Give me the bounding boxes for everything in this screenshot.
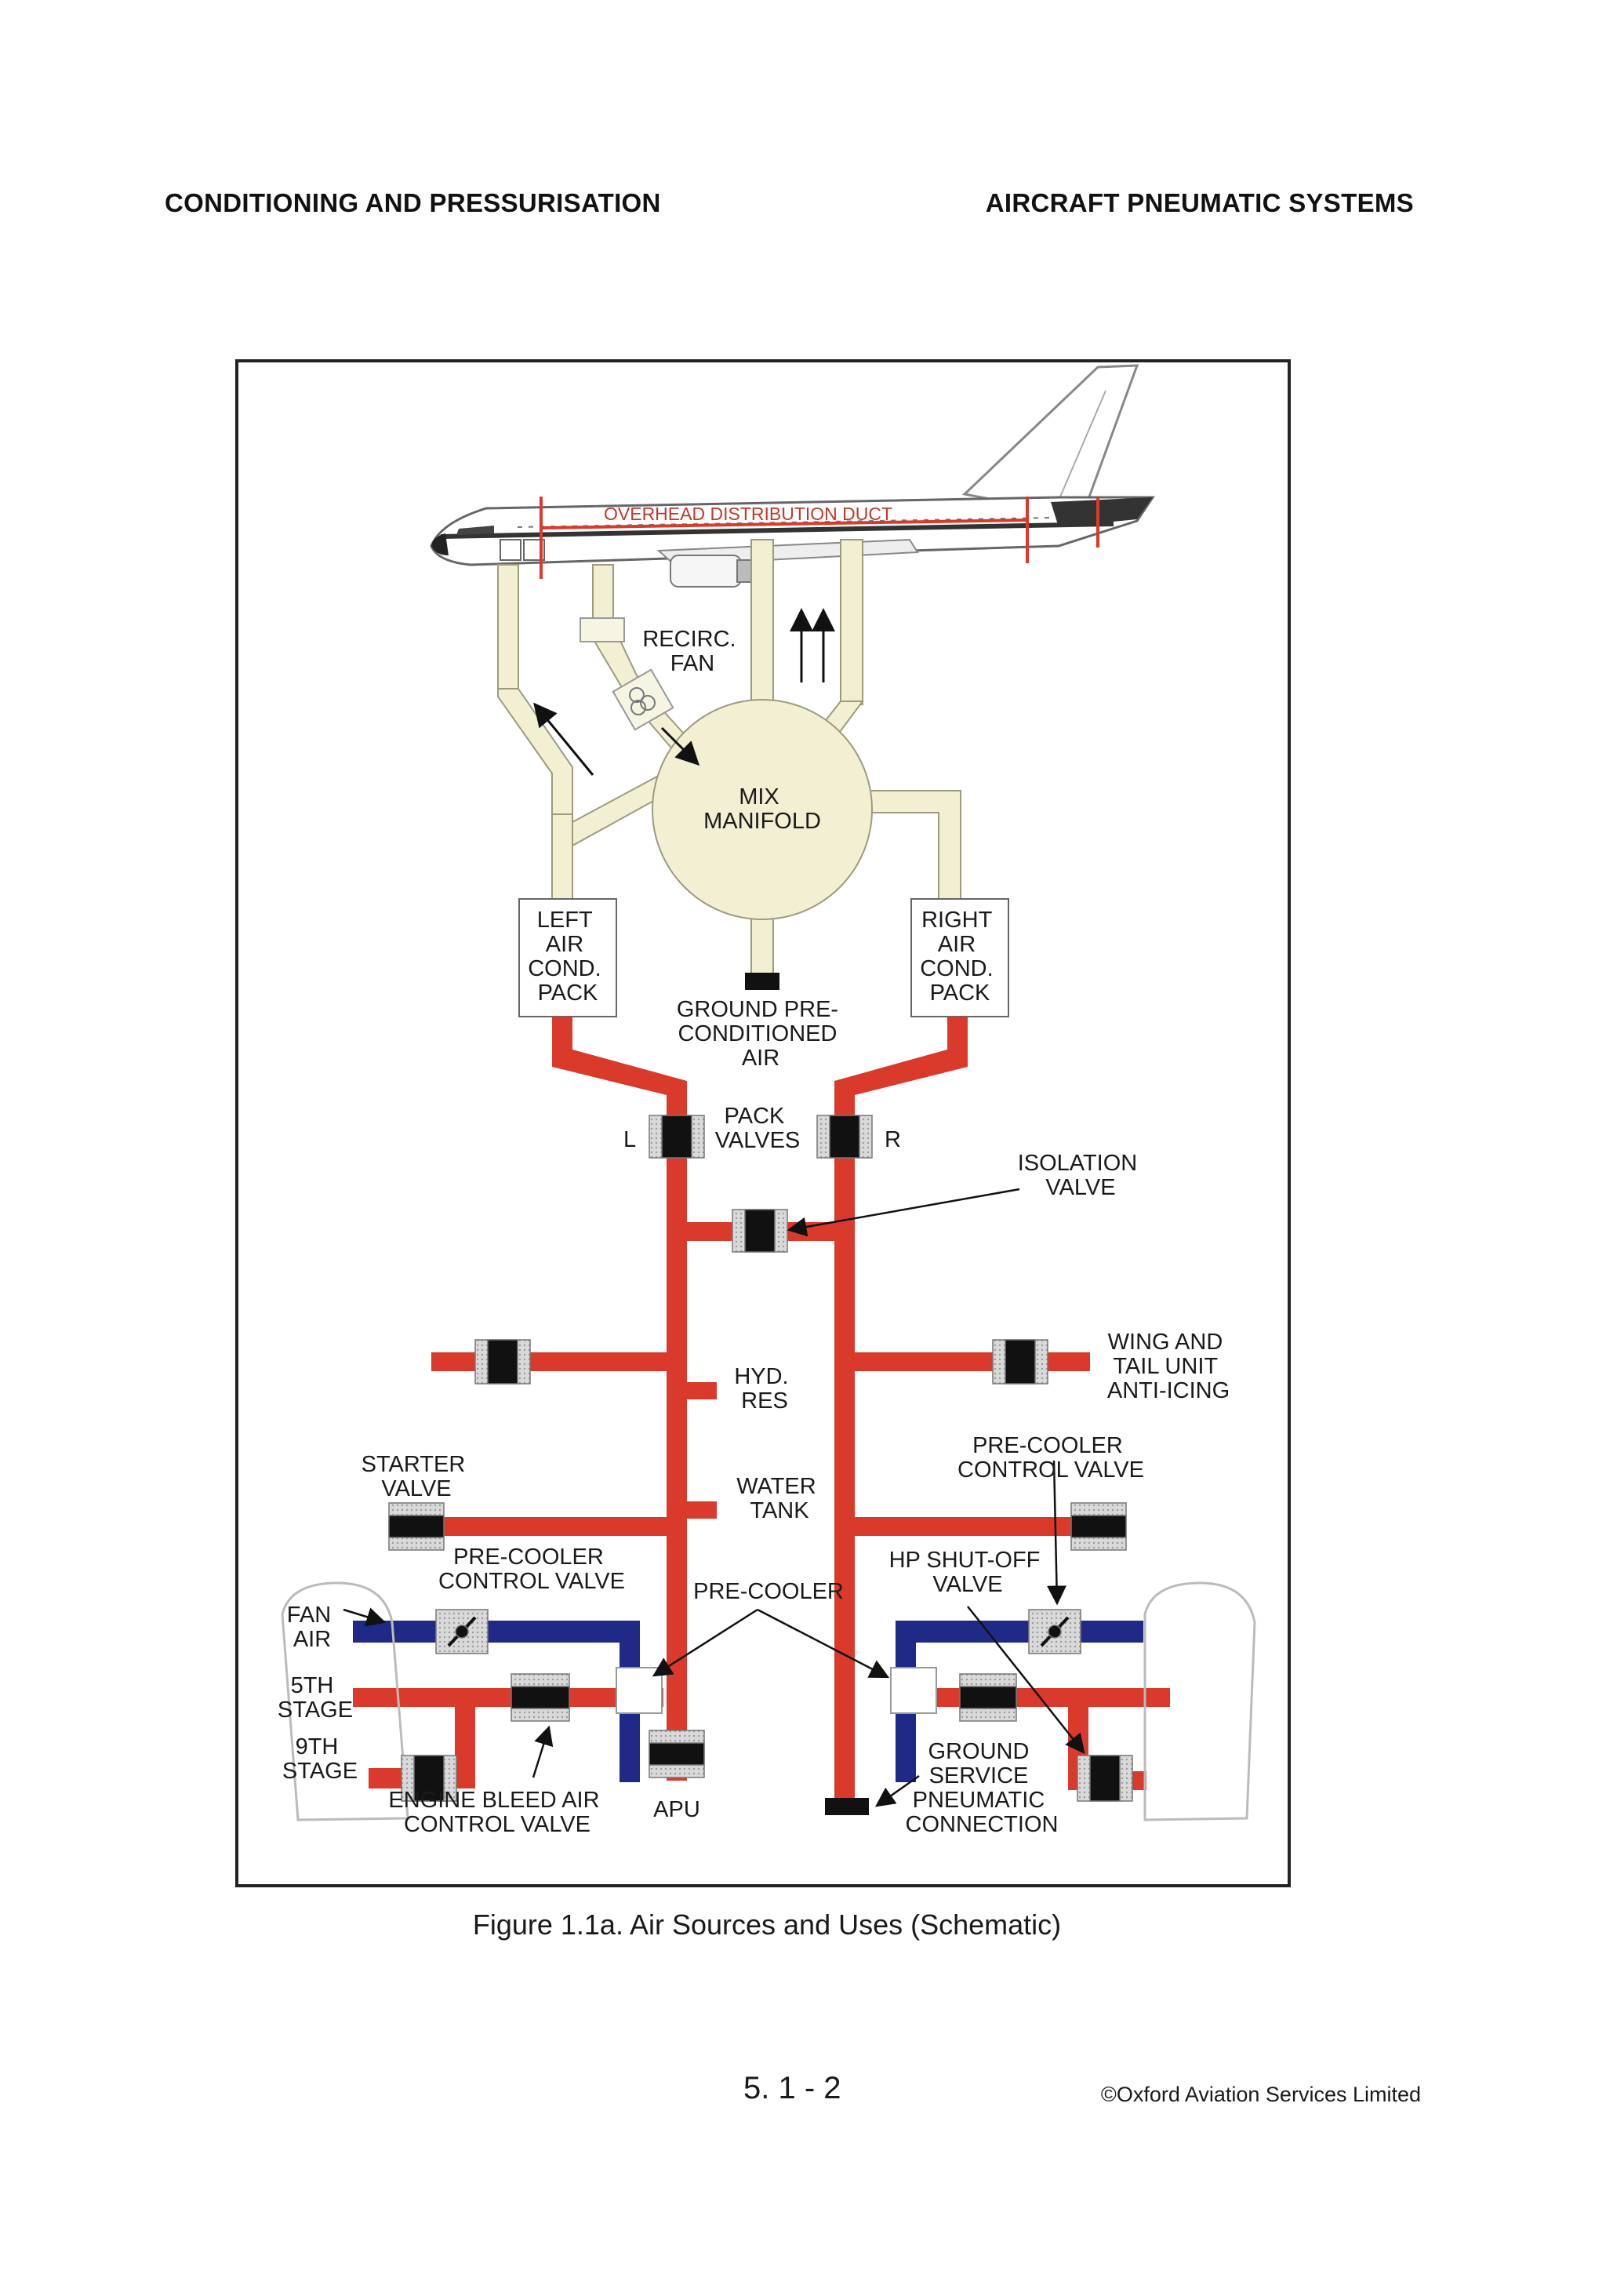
water-tank-label: WATER TANK [736, 1474, 823, 1523]
isolation-valve [732, 1209, 788, 1253]
right-precooler [890, 1667, 937, 1714]
ground-preconditioned-connector [745, 973, 779, 990]
flow-arrow-left [533, 702, 594, 776]
precooler-cv-right-label: PRE-COOLER CONTROL VALVE [957, 1433, 1144, 1483]
engine-bleed-air-control-valve [511, 1673, 570, 1722]
copyright-notice: ©Oxford Aviation Services Limited [1100, 2083, 1421, 2106]
ground-preconditioned-label: GROUND PRE- CONDITIONED AIR [677, 997, 845, 1071]
left-ninth-stage-valve [401, 1755, 457, 1802]
leader-arrows [343, 1188, 1085, 1807]
hp-shut-off-valve [1077, 1755, 1133, 1802]
pneumatic-schematic: OVERHEAD DISTRIBUTION DUCT [235, 359, 1291, 1887]
pack-valve-l-label: L [623, 1127, 636, 1152]
right-starter-valve [1070, 1502, 1127, 1551]
right-precooler-control-valve [1028, 1609, 1081, 1654]
left-engine-nacelle [281, 1581, 409, 1821]
recirc-fan-icon [580, 617, 674, 731]
page-number: 5. 1 - 2 [743, 2071, 841, 2105]
hp-shutoff-label: HP SHUT-OFF VALVE [889, 1548, 1047, 1597]
overhead-duct-label: OVERHEAD DISTRIBUTION DUCT [604, 504, 892, 524]
flow-arrow-recirc [660, 726, 700, 766]
mix-manifold-label: MIX MANIFOLD [703, 784, 821, 834]
left-pack-label: LEFT AIR COND. PACK [528, 908, 608, 1006]
right-engine-nacelle [1143, 1581, 1256, 1821]
right-pack-valve [816, 1115, 873, 1159]
recirc-fan-label: RECIRC. FAN [642, 627, 742, 676]
header-right: AIRCRAFT PNEUMATIC SYSTEMS [985, 188, 1414, 217]
header-left: CONDITIONING AND PRESSURISATION [165, 188, 661, 217]
starter-valve-label: STARTER VALVE [362, 1452, 472, 1501]
precooler-cv-left-label: PRE-COOLER CONTROL VALVE [438, 1545, 625, 1594]
engine-bleed-cv-label: ENGINE BLEED AIR CONTROL VALVE [388, 1788, 605, 1837]
isolation-valve-label: ISOLATION VALVE [1018, 1151, 1144, 1200]
left-starter-valve [388, 1502, 445, 1551]
precooler-label: PRE-COOLER [693, 1579, 844, 1604]
apu-valve [649, 1730, 705, 1778]
left-wing-anti-ice-valve [474, 1339, 531, 1385]
right-air-cond-pack [910, 898, 1009, 1017]
right-wing-anti-ice-valve [992, 1339, 1048, 1385]
figure-caption: Figure 1.1a. Air Sources and Uses (Schem… [472, 1908, 1062, 1941]
right-fifth-stage-valve [959, 1673, 1017, 1722]
left-precooler-control-valve [435, 1609, 489, 1654]
left-pack-valve [649, 1115, 705, 1159]
ninth-stage-label: 9TH STAGE [282, 1734, 358, 1784]
pack-valve-r-label: R [885, 1127, 901, 1152]
apu-label: APU [653, 1797, 700, 1822]
fan-air-label: FAN AIR [287, 1603, 337, 1652]
ground-service-label: GROUND SERVICE PNEUMATIC CONNECTION [906, 1739, 1059, 1837]
mix-manifold [652, 699, 873, 920]
fifth-stage-label: 5TH STAGE [278, 1673, 353, 1723]
pack-valves-label: PACK VALVES [715, 1104, 801, 1153]
wing-tail-anti-icing-label: WING AND TAIL UNIT ANTI-ICING [1107, 1330, 1230, 1403]
ground-service-connector [825, 1798, 869, 1815]
right-pack-label: RIGHT AIR COND. PACK [920, 908, 1000, 1006]
aircraft-silhouette [430, 364, 1155, 588]
hyd-res-label: HYD. RES [734, 1364, 794, 1414]
